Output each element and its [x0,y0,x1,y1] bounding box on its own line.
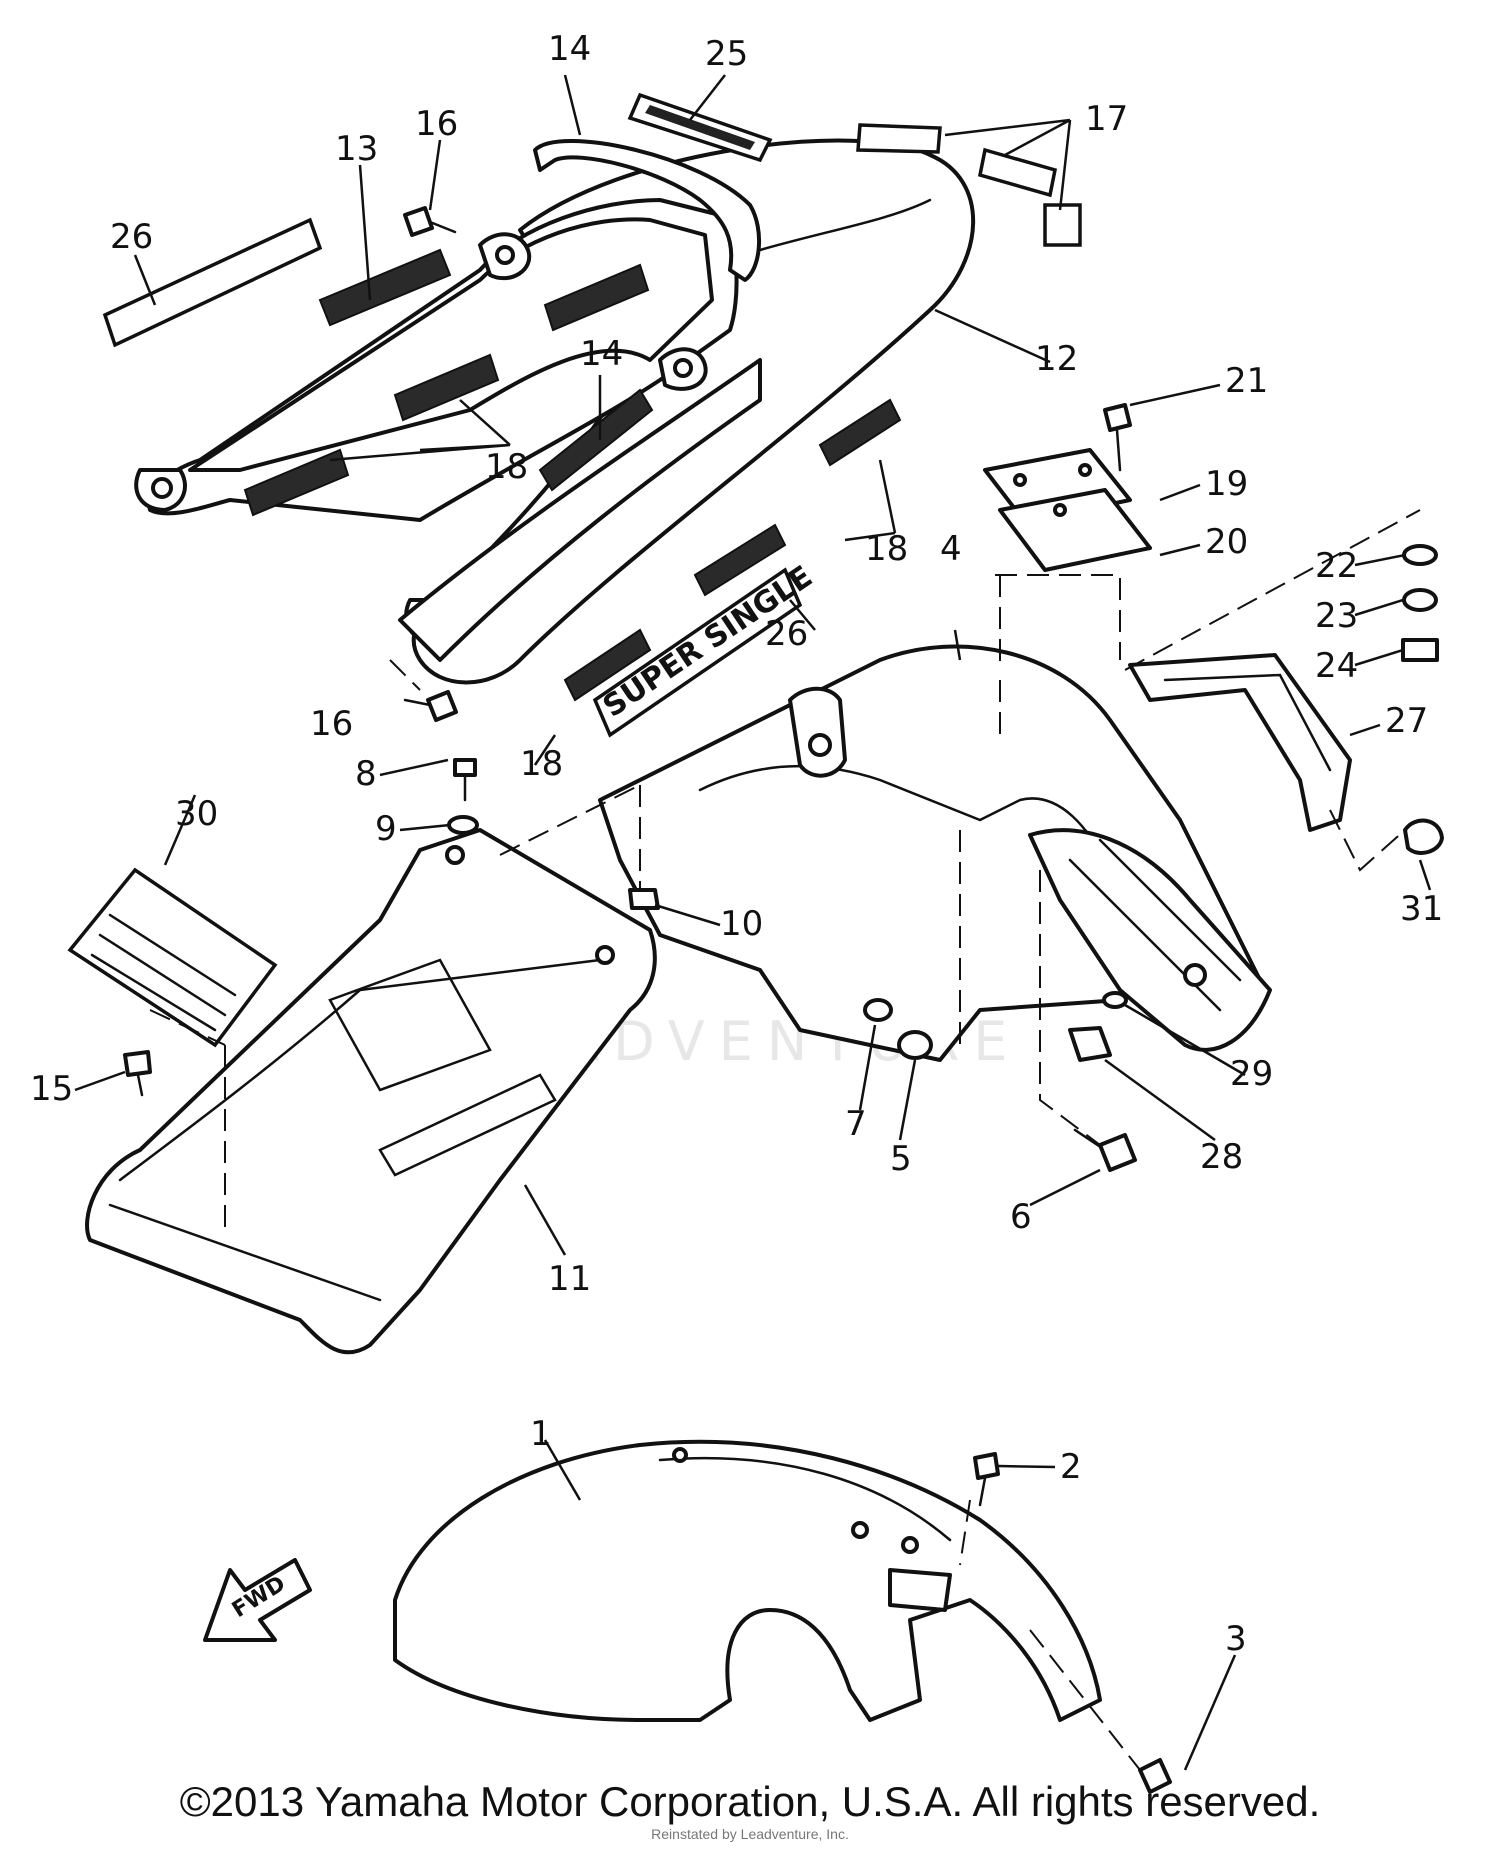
seat-cowl [134,138,976,685]
side-stripe-decal [102,217,323,348]
fwd-arrow-icon: FWD [203,1558,312,1642]
front-fender [393,1439,1172,1794]
nuts-washers [1401,544,1444,855]
emblem-decal [627,92,773,163]
callout-10: 10 [720,904,763,944]
callout-17: 17 [1085,99,1128,139]
callout-5: 5 [890,1139,912,1179]
leader-lines [74,74,1432,1771]
callout-29: 29 [1230,1054,1273,1094]
callout-18: 18 [520,744,563,784]
callouts: 14 25 17 16 13 26 12 14 18 18 21 19 20 2… [30,29,1443,1659]
callout-14: 14 [580,334,623,374]
callout-4: 4 [940,529,962,569]
callout-20: 20 [1205,522,1248,562]
callout-18: 18 [865,529,908,569]
callout-26: 26 [110,217,153,257]
alignment-lines [149,509,1421,1771]
grab-bar [533,139,762,282]
credit-line: Reinstated by Leadventure, Inc. [651,1826,849,1842]
callout-28: 28 [1200,1137,1243,1177]
callout-13: 12 [1035,339,1078,379]
callout-16: 16 [310,704,353,744]
callout-11: 11 [548,1259,591,1299]
callout-16: 16 [415,104,458,144]
small-decals [856,123,1082,247]
callout-30: 31 [1400,889,1443,929]
license-bracket [983,403,1352,832]
callout-31: 30 [175,794,218,834]
rear-flap [85,758,657,1355]
callout-18: 18 [485,447,528,487]
callout-8: 8 [355,754,377,794]
callout-15: 14 [548,29,591,69]
rear-fender-assy [598,644,1272,1172]
copyright-notice: ©2013 Yamaha Motor Corporation, U.S.A. A… [179,1778,1321,1825]
callout-26: 26 [765,614,808,654]
callout-19: 19 [1205,464,1248,504]
callout-12: 15 [30,1069,73,1109]
callout-27: 27 [1385,701,1428,741]
bolts-16 [403,206,458,722]
callout-21: 21 [1225,361,1268,401]
callout-23: 23 [1315,596,1358,636]
callout-1: 1 [530,1414,552,1454]
cowl-strips [243,248,902,702]
callout-22: 22 [1315,546,1358,586]
callout-24: 24 [1315,646,1358,686]
callout-2: 2 [1060,1447,1082,1487]
callout-6: 6 [1010,1197,1032,1237]
caution-label [67,867,278,1048]
callout-9: 9 [375,809,397,849]
callout-25: 25 [705,34,748,74]
callout-3: 3 [1225,1619,1247,1659]
callout-14: 13 [335,129,378,169]
callout-7: 7 [845,1104,867,1144]
